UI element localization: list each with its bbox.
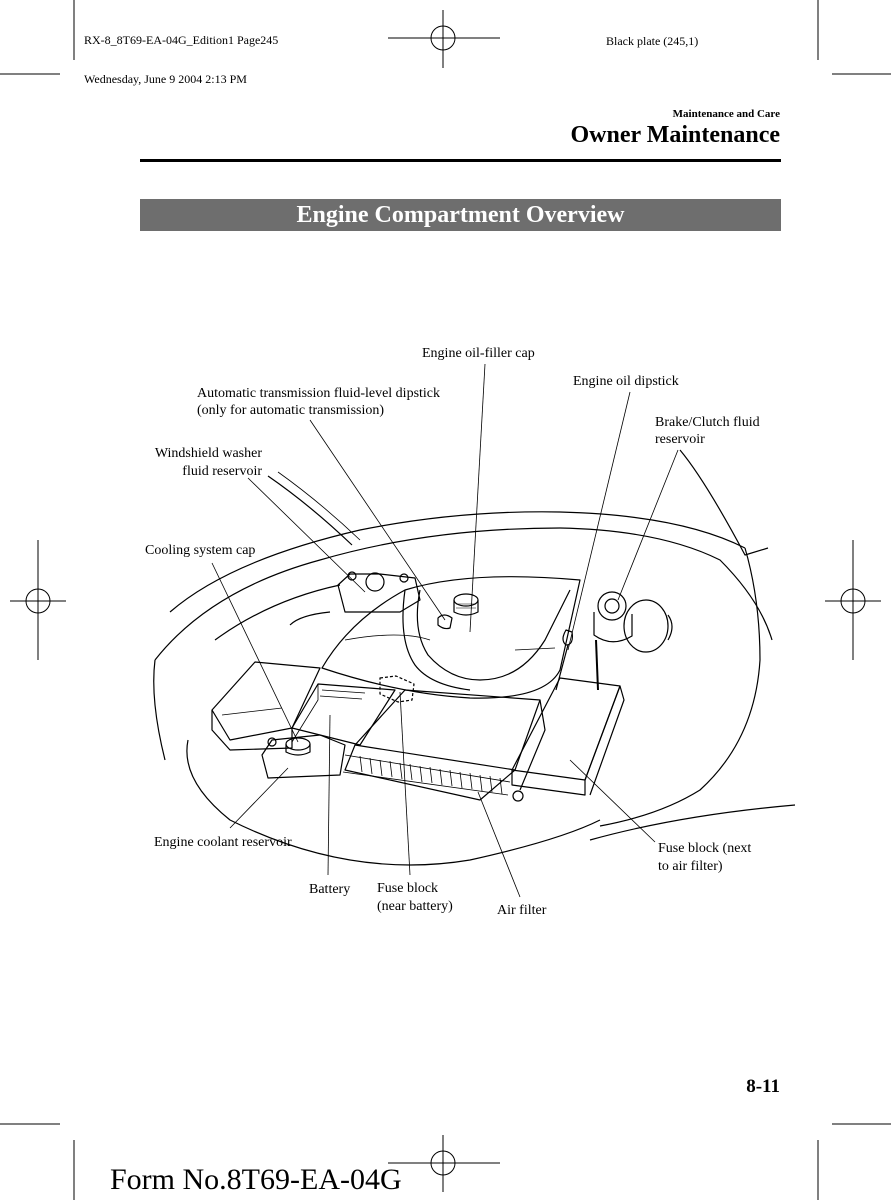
label-oil-filler-cap: Engine oil-filler cap (422, 346, 535, 361)
engine-illustration (153, 449, 796, 866)
label-coolant-reservoir: Engine coolant reservoir (154, 835, 292, 850)
label-battery: Battery (309, 882, 350, 897)
leader-lines (211, 363, 679, 898)
header-rule (140, 159, 781, 162)
label-fuse-air-line1: Fuse block (next (658, 841, 751, 856)
label-oil-dipstick: Engine oil dipstick (573, 374, 679, 389)
label-cooling-cap: Cooling system cap (145, 543, 255, 558)
print-info: RX-8_8T69-EA-04G_Edition1 Page245 Wednes… (84, 8, 278, 99)
label-fuse-battery-line2: (near battery) (377, 899, 453, 914)
banner-title: Engine Compartment Overview (140, 199, 781, 231)
label-brake-clutch-line2: reservoir (655, 432, 705, 447)
callout-labels: Engine oil-filler cap Automatic transmis… (145, 346, 760, 918)
plate-label: Black plate (245,1) (606, 34, 699, 48)
section-title: Maintenance and Care (672, 108, 780, 120)
label-washer-line2: fluid reservoir (182, 464, 262, 479)
form-number: Form No.8T69-EA-04G (110, 1163, 402, 1196)
page-number: 8-11 (746, 1076, 780, 1097)
print-info-line1: RX-8_8T69-EA-04G_Edition1 Page245 (84, 33, 279, 47)
label-brake-clutch-line1: Brake/Clutch fluid (655, 415, 760, 430)
label-fuse-battery-line1: Fuse block (377, 881, 438, 896)
label-atf-dipstick-line1: Automatic transmission fluid-level dipst… (197, 386, 440, 401)
registration-marks (10, 10, 881, 1192)
label-atf-dipstick-line2: (only for automatic transmission) (197, 403, 384, 418)
label-washer-line1: Windshield washer (155, 446, 262, 461)
print-info-line2: Wednesday, June 9 2004 2:13 PM (84, 72, 247, 86)
label-fuse-air-line2: to air filter) (658, 859, 723, 874)
label-air-filter: Air filter (497, 903, 547, 918)
chapter-title: Owner Maintenance (570, 122, 780, 148)
